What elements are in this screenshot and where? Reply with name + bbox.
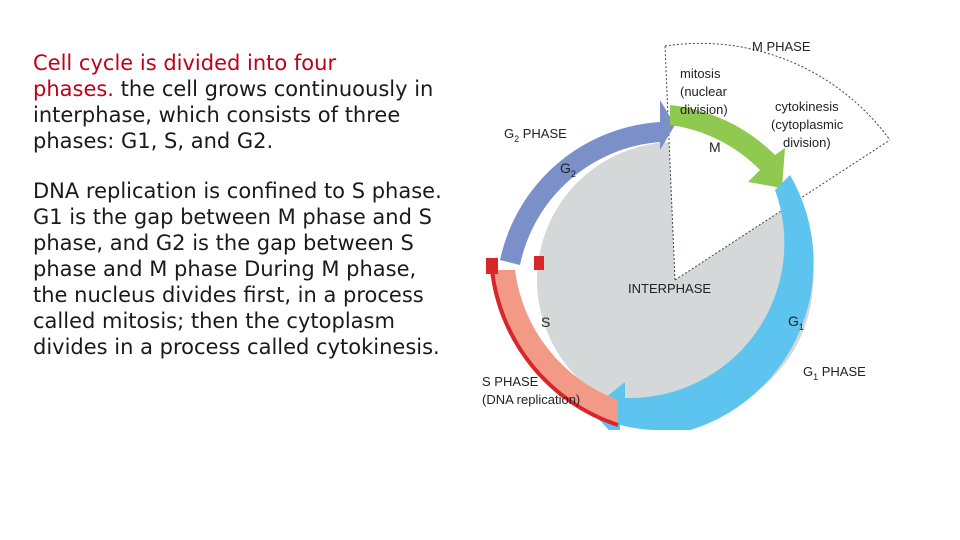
dna-replication-label: (DNA replication) bbox=[482, 392, 580, 407]
cytokinesis-label-3: division) bbox=[783, 135, 831, 150]
s-phase-marker-left bbox=[486, 258, 498, 274]
g1-phase-label: G1 PHASE bbox=[803, 364, 866, 382]
m-wedge-arc bbox=[664, 42, 890, 141]
m-phase-label: M PHASE bbox=[752, 39, 811, 54]
m-arc bbox=[670, 105, 785, 188]
mitosis-label-1: mitosis bbox=[680, 66, 721, 81]
g2-letter: G2 bbox=[560, 160, 576, 179]
s-arc bbox=[492, 270, 618, 425]
m-letter: M bbox=[709, 139, 721, 155]
g2-phase-label: G2 PHASE bbox=[504, 126, 567, 144]
m-wedge-edge-left bbox=[664, 45, 676, 281]
intro-rest: the cell grows continuously in interphas… bbox=[33, 77, 434, 153]
s-phase-label: S PHASE bbox=[482, 374, 539, 389]
g2-arc bbox=[500, 100, 675, 265]
s-phase-marker-right bbox=[534, 256, 544, 270]
mitosis-label-2: (nuclear bbox=[680, 84, 728, 99]
s-arc-edge bbox=[490, 269, 619, 427]
paragraph-intro: Cell cycle is divided into four phases. … bbox=[33, 50, 443, 154]
cytokinesis-label-1: cytokinesis bbox=[775, 99, 839, 114]
g1-letter: G1 bbox=[788, 313, 804, 332]
s-letter: S bbox=[541, 314, 550, 330]
paragraph-details: DNA replication is confined to S phase. … bbox=[33, 179, 442, 359]
interphase-label: INTERPHASE bbox=[628, 281, 711, 296]
intro-highlight-line2: phases. bbox=[33, 77, 114, 101]
cytokinesis-label-2: (cytoplasmic bbox=[771, 117, 844, 132]
cell-cycle-diagram: M PHASE mitosis (nuclear division) cytok… bbox=[470, 30, 890, 430]
mitosis-label-3: division) bbox=[680, 102, 728, 117]
intro-highlight-line1: Cell cycle is divided into four bbox=[33, 51, 337, 75]
g1-arc bbox=[590, 175, 814, 430]
description-text: Cell cycle is divided into four phases. … bbox=[33, 50, 443, 384]
